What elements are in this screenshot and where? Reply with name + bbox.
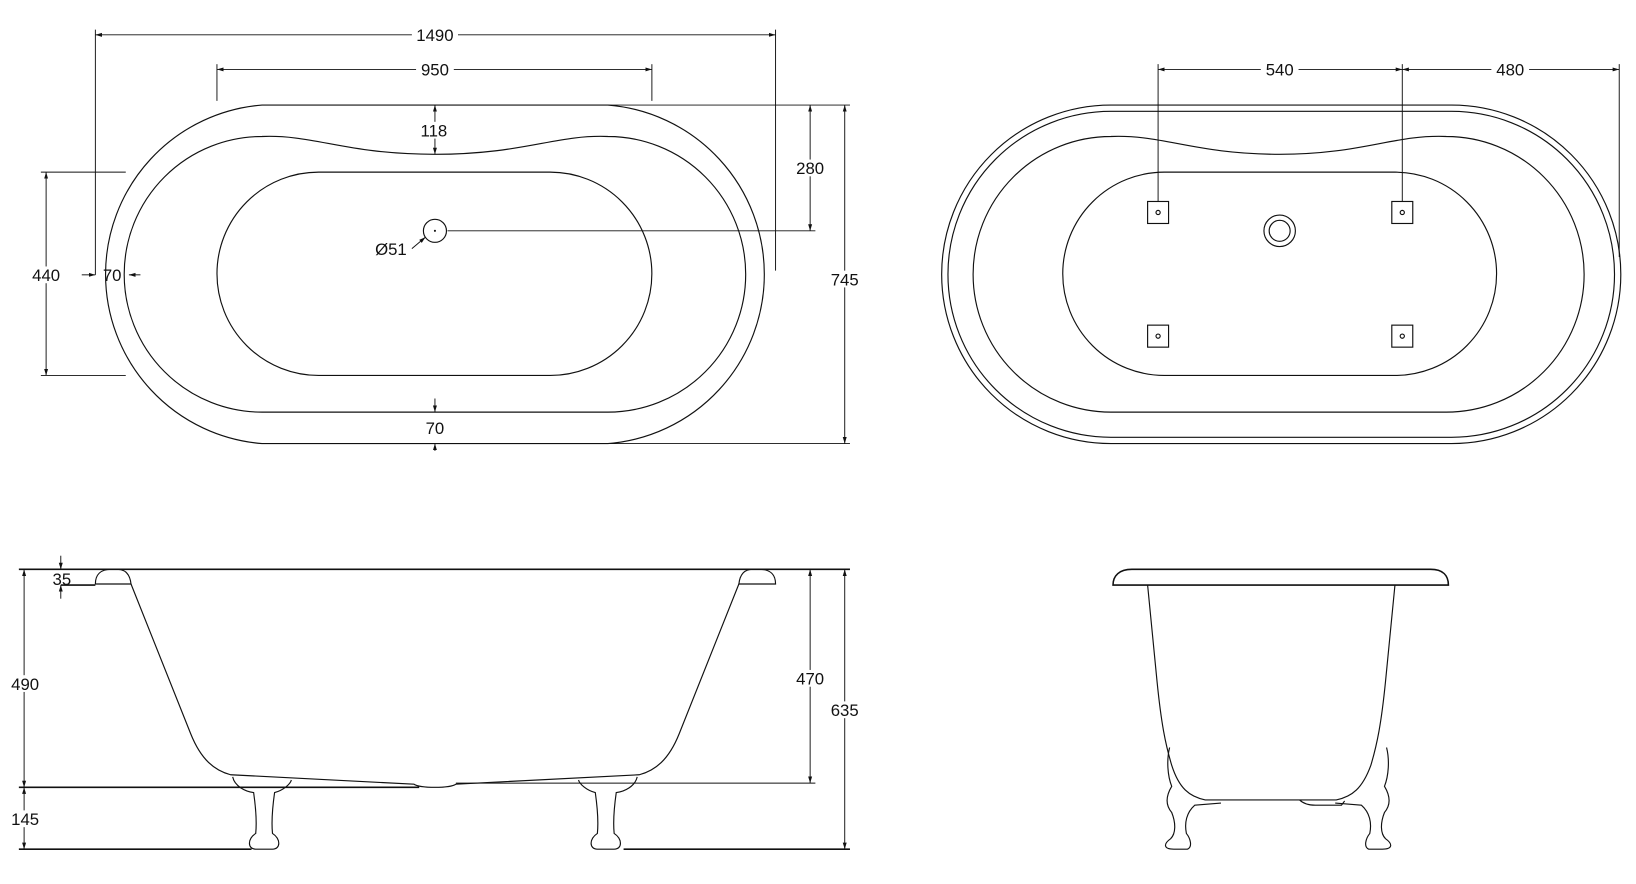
foot-mount-pads bbox=[1147, 200, 1414, 348]
dim-drain-diameter: Ø51 bbox=[375, 240, 407, 259]
left-leg bbox=[232, 776, 292, 850]
dim-leg-height: 145 bbox=[11, 810, 39, 829]
outer-rim-outline bbox=[941, 104, 1622, 445]
dim-basin-width: 440 bbox=[32, 266, 60, 285]
leader-line bbox=[411, 236, 426, 249]
drain-hole bbox=[422, 218, 448, 243]
dim-rim-bottom: 70 bbox=[426, 419, 445, 438]
dim-rim-thickness: 35 bbox=[53, 570, 72, 589]
end-body-outline bbox=[1147, 585, 1396, 801]
waste-outlet-inner bbox=[1268, 219, 1291, 242]
left-claw-foot bbox=[1164, 747, 1222, 850]
left-rim-lip bbox=[94, 568, 132, 585]
end-view bbox=[1112, 568, 1450, 850]
foot-pad bbox=[1147, 324, 1170, 348]
right-rim-lip bbox=[738, 568, 777, 585]
inner-rim-outline bbox=[123, 135, 747, 413]
foot-pad bbox=[1147, 200, 1170, 225]
dim-overall-length: 1490 bbox=[416, 26, 453, 45]
right-leg bbox=[577, 776, 638, 850]
right-claw-foot bbox=[1335, 747, 1392, 850]
underside-view: 540 480 bbox=[941, 61, 1622, 445]
rim-lip-outline bbox=[947, 110, 1616, 438]
waste-outlet bbox=[1263, 214, 1296, 248]
dim-foot-spacing: 540 bbox=[1266, 61, 1294, 80]
end-rim bbox=[1112, 568, 1450, 586]
bolt-hole bbox=[1399, 209, 1405, 216]
side-view: 35 490 145 470 635 bbox=[6, 555, 864, 850]
foot-pad bbox=[1391, 324, 1414, 348]
bolt-hole bbox=[1155, 333, 1161, 339]
bolt-hole bbox=[1155, 209, 1161, 216]
outer-rim-outline bbox=[105, 104, 765, 445]
dim-rim-side: 70 bbox=[103, 266, 122, 285]
drain-center bbox=[433, 229, 436, 232]
dim-drain-offset: 280 bbox=[796, 159, 824, 178]
plan-view: 1490 950 118 280 745 440 70 bbox=[27, 26, 864, 451]
bolt-hole bbox=[1399, 333, 1405, 339]
basin-outline bbox=[1062, 171, 1498, 377]
dim-basin-length: 950 bbox=[421, 61, 449, 80]
tub-body-outline bbox=[130, 583, 740, 788]
dim-overall-height: 635 bbox=[831, 701, 859, 720]
dim-inner-depth: 470 bbox=[796, 670, 824, 689]
foot-pad bbox=[1391, 200, 1414, 225]
dim-foot-to-end: 480 bbox=[1496, 61, 1524, 80]
waste-fitting bbox=[1299, 799, 1346, 806]
basin-outline bbox=[216, 171, 653, 377]
dim-rim-dip: 118 bbox=[421, 121, 448, 140]
dim-body-height: 490 bbox=[11, 675, 39, 694]
dim-overall-width: 745 bbox=[831, 270, 859, 289]
inner-rim-outline bbox=[972, 135, 1585, 413]
